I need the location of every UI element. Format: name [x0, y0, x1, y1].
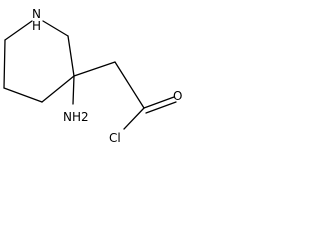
bond-carbonyl-chlorine [123, 107, 145, 130]
bond-c3-ch2 [73, 61, 116, 77]
atom-label-amino: NH2 [63, 110, 89, 124]
molecule-structure-diagram: N H NH2 O Cl [3, 7, 182, 145]
atom-label-ring-nitrogen: N [32, 7, 41, 21]
bond-c3-c4 [41, 75, 75, 103]
atom-label-oxygen: O [173, 89, 182, 103]
atom-label-chlorine: Cl [109, 131, 121, 145]
bond-c3-amino [72, 75, 75, 105]
bond-carbonyl-oxygen-1 [143, 96, 175, 109]
bond-n-c2 [42, 20, 69, 37]
bond-c2-c3 [67, 35, 75, 77]
bond-c5-c6 [3, 39, 6, 89]
bond-c6-n [4, 20, 33, 41]
bond-carbonyl-oxygen-2 [145, 101, 177, 114]
atom-label-ring-nitrogen-hydrogen: H [32, 19, 41, 33]
bond-c4-c5 [3, 87, 43, 103]
bond-ch2-carbonyl [114, 61, 145, 109]
